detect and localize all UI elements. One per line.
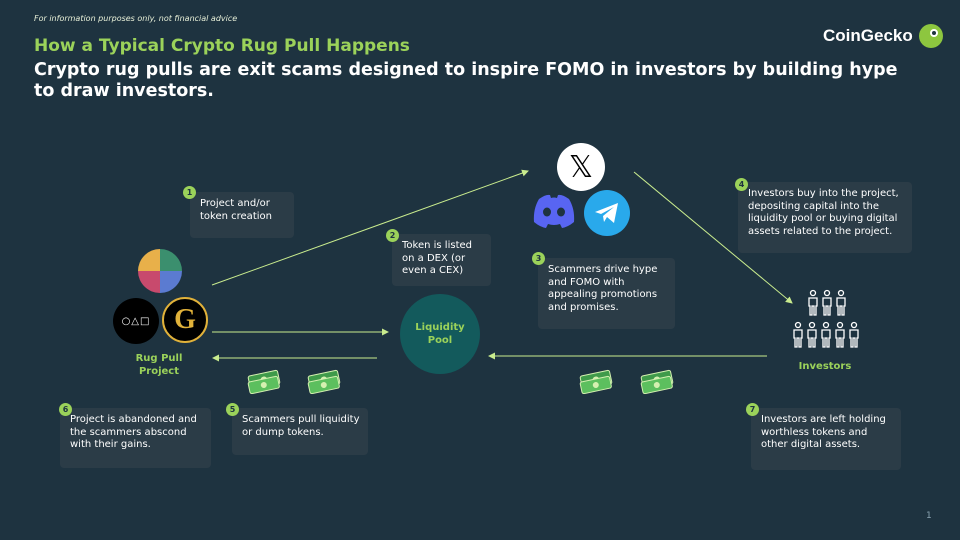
page-title: How a Typical Crypto Rug Pull Happens <box>34 36 410 56</box>
step-note-3: Scammers drive hype and FOMO with appeal… <box>538 258 675 329</box>
brand-name: CoinGecko <box>823 26 913 45</box>
step-badge: 4 <box>735 178 748 191</box>
investors-label: Investors <box>798 361 852 372</box>
step-note-5: Scammers pull liquidity or dump tokens. <box>232 408 368 455</box>
gecko-icon <box>918 24 943 48</box>
people-icon <box>793 289 859 348</box>
liquidity-pool: Liquidity Pool <box>400 294 480 374</box>
step-note-6: Project is abandoned and the scammers ab… <box>60 408 211 468</box>
step-note-1: Project and/or token creation <box>190 192 294 238</box>
step-badge: 3 <box>532 252 545 265</box>
arrow-social-to-investors <box>633 171 793 304</box>
step-badge: 1 <box>183 186 196 199</box>
page-number: 1 <box>926 511 932 521</box>
liquidity-pool-label: Liquidity Pool <box>415 322 465 346</box>
cash-icon <box>579 369 613 394</box>
cash-icon <box>640 369 674 394</box>
step-text: Investors buy into the project, depositi… <box>748 188 899 237</box>
step-text: Scammers drive hype and FOMO with appeal… <box>548 264 658 313</box>
step-badge: 5 <box>226 403 239 416</box>
step-text: Investors are left holding worthless tok… <box>761 414 886 450</box>
step-badge: 6 <box>59 403 72 416</box>
step-note-7: Investors are left holding worthless tok… <box>751 408 901 470</box>
rug-pull-project-label: Rug Pull Project <box>135 353 183 377</box>
step-note-4: Investors buy into the project, depositi… <box>738 182 912 253</box>
cash-icon <box>247 369 281 394</box>
step-text: Scammers pull liquidity or dump tokens. <box>242 414 360 438</box>
step-badge: 2 <box>386 229 399 242</box>
telegram-icon <box>584 190 630 236</box>
step-text: Project is abandoned and the scammers ab… <box>70 414 197 450</box>
nft-art-icon <box>138 249 182 293</box>
step-text: Token is listed on a DEX (or even a CEX) <box>402 240 472 276</box>
squid-game-logo-icon: ○△□ <box>113 298 159 344</box>
step-note-2: Token is listed on a DEX (or even a CEX) <box>392 234 491 286</box>
coingecko-logo: CoinGecko <box>823 24 943 48</box>
x-logo-icon: 𝕏 <box>557 143 605 191</box>
disclaimer: For information purposes only, not finan… <box>34 14 238 23</box>
gold-token-icon: G <box>162 297 208 343</box>
arrow-project-to-social <box>211 169 529 286</box>
cash-icon <box>307 369 341 394</box>
step-text: Project and/or token creation <box>200 198 272 222</box>
step-badge: 7 <box>746 403 759 416</box>
page-subtitle: Crypto rug pulls are exit scams designed… <box>34 60 898 101</box>
discord-icon <box>530 190 578 232</box>
